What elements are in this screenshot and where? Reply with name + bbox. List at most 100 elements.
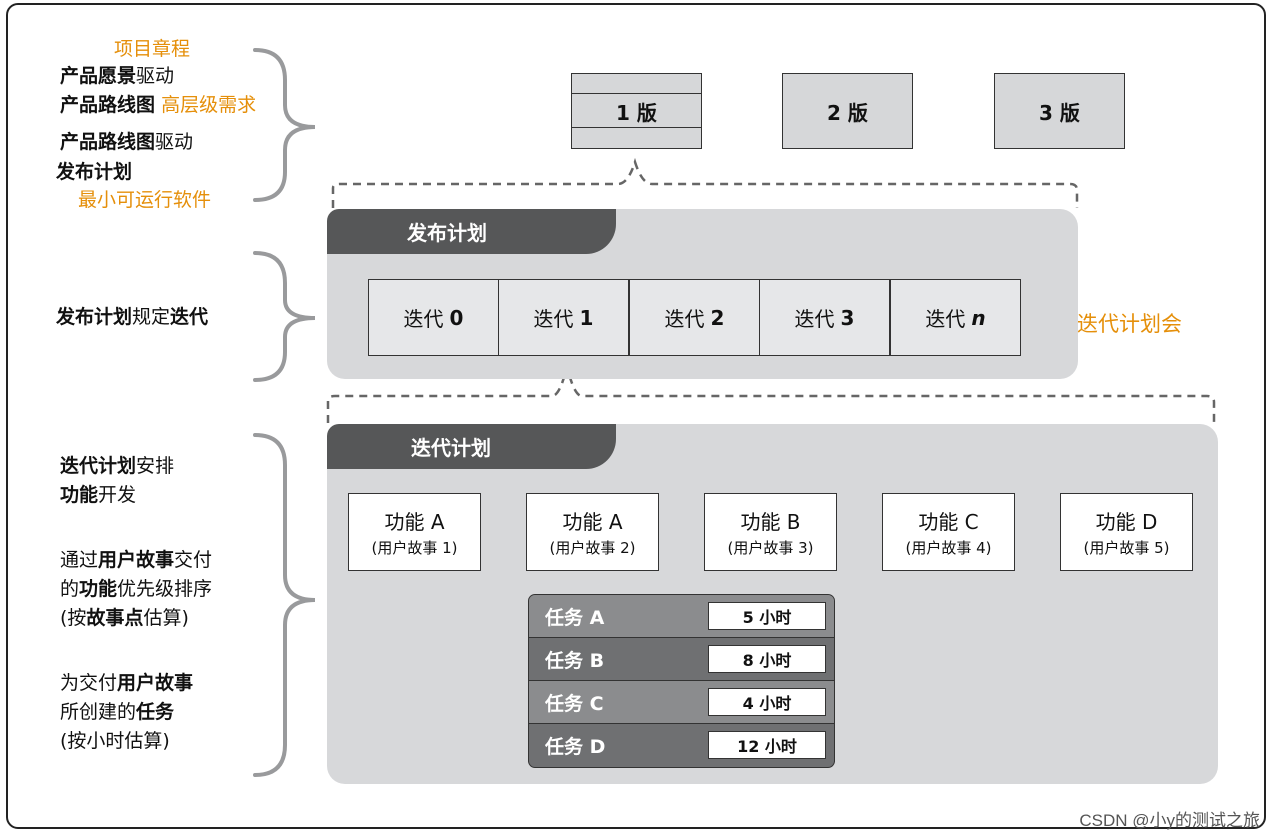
feature-title: 功能 B (740, 510, 801, 534)
brace-middle (253, 251, 316, 382)
text: 交付 (174, 549, 213, 571)
text-bold: 发布计划 (56, 306, 133, 328)
feature-user-story: (用户故事 1) (371, 539, 458, 557)
label-product-roadmap: 产品路线图 高层级需求 (60, 93, 256, 118)
diagram-frame (6, 3, 1266, 829)
release-plan-tab: 发布计划 (327, 209, 616, 254)
feature-user-story: (用户故事 2) (549, 539, 636, 557)
text-bold: 用户故事 (117, 672, 194, 694)
iteration-plan-tab: 迭代计划 (327, 424, 616, 469)
feature-user-story: (用户故事 4) (905, 539, 992, 557)
label-story-points: (按故事点估算) (60, 606, 189, 631)
text: 驱动 (136, 65, 175, 87)
iteration-label: 迭代 (533, 307, 574, 331)
version-1-label: 1 版 (571, 93, 702, 129)
version-1-band-bottom (571, 127, 702, 149)
task-row: 任务 C 4 小时 (529, 681, 834, 724)
feature-title: 功能 A (384, 510, 445, 534)
task-row: 任务 D 12 小时 (529, 724, 834, 767)
tasks-table: 任务 A 5 小时任务 B 8 小时任务 C 4 小时任务 D 12 小时 (528, 594, 835, 768)
brace-bottom (253, 433, 316, 777)
text-bold: 发布计划 (56, 161, 133, 183)
label-created-tasks: 所创建的任务 (60, 700, 174, 725)
label-iteration-arranges: 迭代计划安排 (60, 454, 174, 479)
text: 通过 (60, 549, 99, 571)
iteration-number: 3 (840, 305, 855, 330)
iteration-number: 2 (710, 305, 725, 330)
label-for-user-stories: 为交付用户故事 (60, 671, 193, 696)
label-via-user-stories: 通过用户故事交付 (60, 548, 212, 573)
feature-title: 功能 A (562, 510, 623, 534)
task-hours: 8 小时 (708, 645, 826, 673)
iteration-label: 迭代 (794, 307, 835, 331)
task-row: 任务 A 5 小时 (529, 595, 834, 638)
version-1-stack: 1 版 (571, 73, 702, 149)
text-bold: 功能 (60, 484, 99, 506)
brace-top (253, 48, 316, 202)
task-name: 任务 B (545, 649, 605, 672)
label-product-vision: 产品愿景驱动 (60, 64, 174, 89)
text: 规定 (132, 306, 171, 328)
version-3-box: 3 版 (994, 73, 1125, 149)
feature-user-story: (用户故事 5) (1083, 539, 1170, 557)
feature-box-3: 功能 B (用户故事 3) (704, 493, 837, 571)
task-hours: 5 小时 (708, 602, 826, 630)
text-bold: 产品路线图 (60, 131, 156, 153)
text-bold: 产品路线图 (60, 94, 156, 116)
task-row: 任务 B 8 小时 (529, 638, 834, 681)
text: 开发 (98, 484, 137, 506)
label-hours-estimate: (按小时估算) (60, 730, 170, 752)
label-roadmap-drives: 产品路线图驱动 (60, 130, 193, 155)
text: 估算) (143, 607, 189, 629)
label-iteration-planning-meeting: 迭代计划会 (1077, 312, 1182, 336)
iteration-number: 0 (449, 305, 464, 330)
feature-title: 功能 D (1095, 510, 1158, 534)
watermark: CSDN @小y的测试之旅 (1079, 811, 1260, 830)
iteration-number: n (971, 305, 986, 330)
task-name: 任务 A (545, 606, 605, 629)
version-1-band-top (571, 73, 702, 95)
feature-box-1: 功能 A (用户故事 1) (348, 493, 481, 571)
text: 为交付 (60, 672, 118, 694)
feature-box-4: 功能 C (用户故事 4) (882, 493, 1015, 571)
feature-user-story: (用户故事 3) (727, 539, 814, 557)
text-bold: 用户故事 (98, 549, 175, 571)
text-bold: 迭代 (170, 306, 209, 328)
label-release-plan: 发布计划 (56, 160, 132, 185)
version-2-box: 2 版 (782, 73, 913, 149)
label-mvp: 最小可运行软件 (78, 189, 212, 211)
release-dashed-bracket (331, 157, 1079, 208)
feature-box-5: 功能 D (用户故事 5) (1060, 493, 1193, 571)
text: 驱动 (155, 131, 194, 153)
task-name: 任务 C (545, 692, 604, 715)
label-project-charter: 项目章程 (114, 38, 191, 60)
text-bold: 任务 (136, 701, 175, 723)
iteration-number: 1 (579, 305, 594, 330)
text: 优先级排序 (117, 578, 213, 600)
feature-title: 功能 C (918, 510, 979, 534)
label-release-defines-iterations: 发布计划规定迭代 (56, 305, 208, 330)
task-hours: 12 小时 (708, 731, 826, 759)
text: (按 (60, 607, 87, 629)
text-bold: 功能 (79, 578, 118, 600)
task-name: 任务 D (545, 736, 606, 758)
label-feature-dev: 功能开发 (60, 483, 136, 508)
iteration-label: 迭代 (925, 307, 966, 331)
text: 的 (60, 578, 80, 600)
task-hours: 4 小时 (708, 688, 826, 716)
iteration-label: 迭代 (403, 307, 444, 331)
text-bold: 迭代计划 (60, 455, 137, 477)
iteration-label: 迭代 (664, 307, 705, 331)
text: 安排 (136, 455, 175, 477)
feature-box-2: 功能 A (用户故事 2) (526, 493, 659, 571)
text: 所创建的 (60, 701, 137, 723)
label-feature-priority: 的功能优先级排序 (60, 577, 212, 602)
text-bold: 故事点 (86, 607, 144, 629)
text-bold: 产品愿景 (60, 65, 137, 87)
label-high-level-req: 高层级需求 (161, 94, 257, 116)
